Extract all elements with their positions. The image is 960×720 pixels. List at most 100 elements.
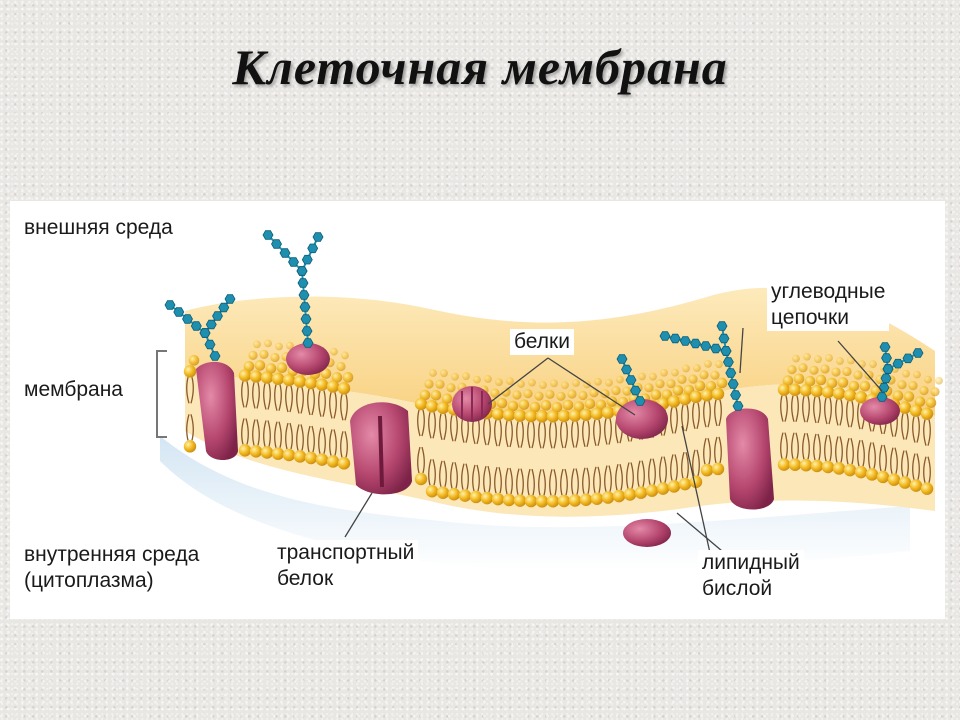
lipid-head-top xyxy=(810,384,824,398)
lipid-head-bottom xyxy=(656,482,670,495)
lipid-head-surface xyxy=(710,370,720,380)
lipid-head-surface xyxy=(248,350,258,360)
sugar-unit xyxy=(271,239,282,249)
lipid-head-surface xyxy=(814,355,822,364)
sugar-unit xyxy=(727,379,739,389)
lipid-head-surface xyxy=(836,357,844,365)
sugar-unit xyxy=(718,333,730,344)
sugar-unit xyxy=(212,311,223,321)
lipid-tail xyxy=(868,442,876,469)
lipid-head-surface xyxy=(556,391,566,401)
sugar-unit xyxy=(912,348,924,358)
lipid-head-top xyxy=(282,373,296,387)
lipid-tail xyxy=(494,466,502,494)
lipid-head-top xyxy=(414,397,428,411)
sugar-unit xyxy=(262,230,274,240)
lipid-head-surface xyxy=(853,370,863,380)
lipid-head-surface xyxy=(715,360,723,369)
sugar-unit xyxy=(882,364,894,374)
lipid-head-top xyxy=(590,407,604,420)
lipid-head-surface xyxy=(716,377,728,389)
lipid-tail xyxy=(791,432,799,459)
lipid-head-surface xyxy=(506,377,514,386)
lipid-head-top xyxy=(249,370,263,383)
lipid-head-top xyxy=(909,404,923,417)
lipid-tail xyxy=(714,399,722,427)
lipid-tail xyxy=(824,397,832,425)
sugar-unit xyxy=(209,351,221,361)
lipid-head-surface xyxy=(336,361,346,372)
lipid-head-bottom xyxy=(524,494,538,508)
lipid-head-surface xyxy=(699,370,709,380)
lipid-head-surface xyxy=(254,360,266,371)
page-title: Клеточная мембрана xyxy=(232,39,728,95)
lipid-tail xyxy=(263,383,271,410)
lipid-head-bottom xyxy=(436,486,450,499)
sugar-unit xyxy=(732,401,744,411)
sugar-unit xyxy=(621,364,632,375)
sugar-unit xyxy=(300,314,312,324)
lipid-head-top xyxy=(315,378,329,391)
lipid-head-surface xyxy=(660,368,668,377)
lipid-head-top xyxy=(271,372,285,385)
sugar-unit xyxy=(205,319,217,330)
lipid-head-top xyxy=(854,390,868,404)
lipid-head-surface xyxy=(671,368,679,377)
lipid-tail xyxy=(835,436,843,463)
lipid-tail xyxy=(252,382,260,409)
lipid-head-surface xyxy=(462,372,470,381)
lipid-head-top xyxy=(491,407,505,421)
lipid-head-surface xyxy=(484,375,492,383)
lipid-head-surface xyxy=(704,359,712,368)
lipid-tail xyxy=(802,396,810,423)
lipid-tail xyxy=(549,469,557,496)
lipid-head-surface xyxy=(820,364,830,374)
lipid-head-surface xyxy=(831,367,841,377)
lipid-head-surface xyxy=(473,375,481,384)
lipid-tail xyxy=(659,456,667,483)
lipid-head-surface xyxy=(435,379,445,389)
lipid-head-surface xyxy=(330,347,338,356)
glycoprotein-right xyxy=(860,397,900,425)
lipid-head-top xyxy=(546,410,560,423)
lipid-head-top xyxy=(293,375,307,388)
lipid-tail xyxy=(560,468,568,496)
lipid-tail xyxy=(461,463,469,490)
sugar-unit xyxy=(630,385,641,396)
lipid-head-surface xyxy=(644,383,654,393)
lipid-head-bottom xyxy=(491,492,505,506)
lipid-head-surface xyxy=(578,390,588,401)
integral-protein-right xyxy=(726,408,774,510)
lipid-head-surface xyxy=(826,377,838,389)
lipid-head-top xyxy=(689,390,703,404)
lipid-head-bottom xyxy=(645,484,659,497)
sugar-unit xyxy=(297,278,309,288)
lipid-head-surface xyxy=(919,386,929,396)
label-lipid-bilayer: липидный бислой xyxy=(698,550,804,602)
lipid-tail xyxy=(681,451,689,479)
membrane-proteins xyxy=(196,343,900,547)
lipid-tail xyxy=(835,399,843,426)
label-outer-environment: внешняя среда xyxy=(24,216,173,239)
lipid-head-surface xyxy=(913,370,921,379)
lipid-tail xyxy=(703,401,711,428)
lipid-head-top xyxy=(920,407,934,420)
sugar-unit xyxy=(302,338,314,348)
lipid-tail xyxy=(472,464,480,492)
lipid-head-top xyxy=(425,400,439,413)
lipid-head-bottom xyxy=(832,462,846,475)
lipid-head-surface xyxy=(512,390,522,400)
integral-protein-left xyxy=(196,361,238,460)
lipid-head-bottom xyxy=(634,486,648,499)
lipid-tail xyxy=(318,427,326,454)
sugar-unit xyxy=(716,321,728,331)
lipid-head-surface xyxy=(903,391,915,402)
lipid-head-surface xyxy=(677,374,687,385)
lipid-head-top xyxy=(832,387,846,400)
lipid-tail xyxy=(274,384,282,411)
lipid-head-bottom xyxy=(271,447,285,460)
lipid-tail xyxy=(417,409,425,437)
lipid-tail xyxy=(615,463,623,491)
lipid-head-surface xyxy=(611,385,621,396)
lipid-tail xyxy=(340,431,348,458)
